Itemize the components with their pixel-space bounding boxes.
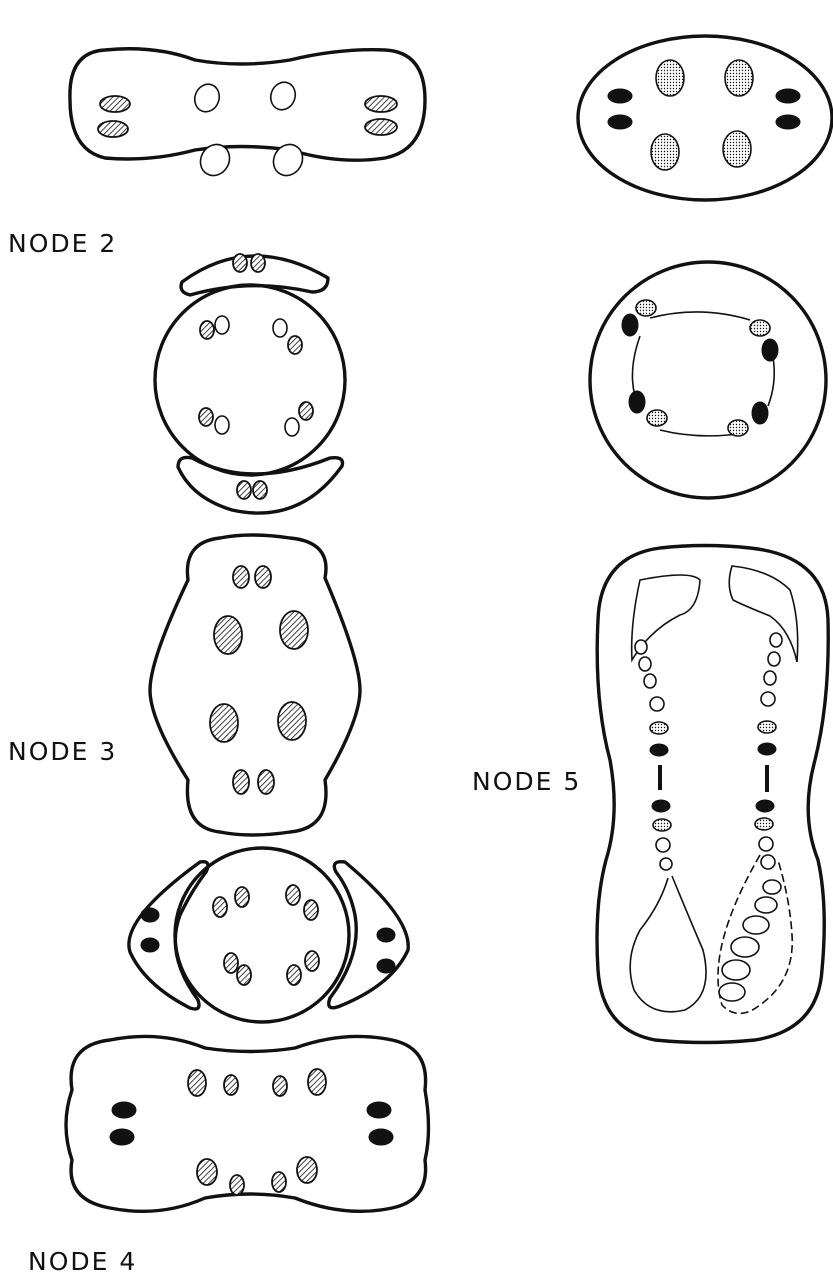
node-2-section (70, 49, 425, 181)
node-4-label: NODE 4 (28, 1247, 137, 1276)
node-3-label: NODE 3 (8, 737, 117, 766)
node-2-3-transition-section (155, 254, 345, 513)
node-2-label: NODE 2 (8, 229, 117, 258)
node-5-label: NODE 5 (472, 767, 581, 796)
right-oval-section (578, 36, 832, 200)
node-5-section (597, 546, 828, 1043)
node-4-section (66, 1036, 429, 1211)
node-3-section (150, 535, 360, 835)
right-round-section (590, 262, 826, 498)
node-3-4-transition-section (129, 848, 408, 1022)
